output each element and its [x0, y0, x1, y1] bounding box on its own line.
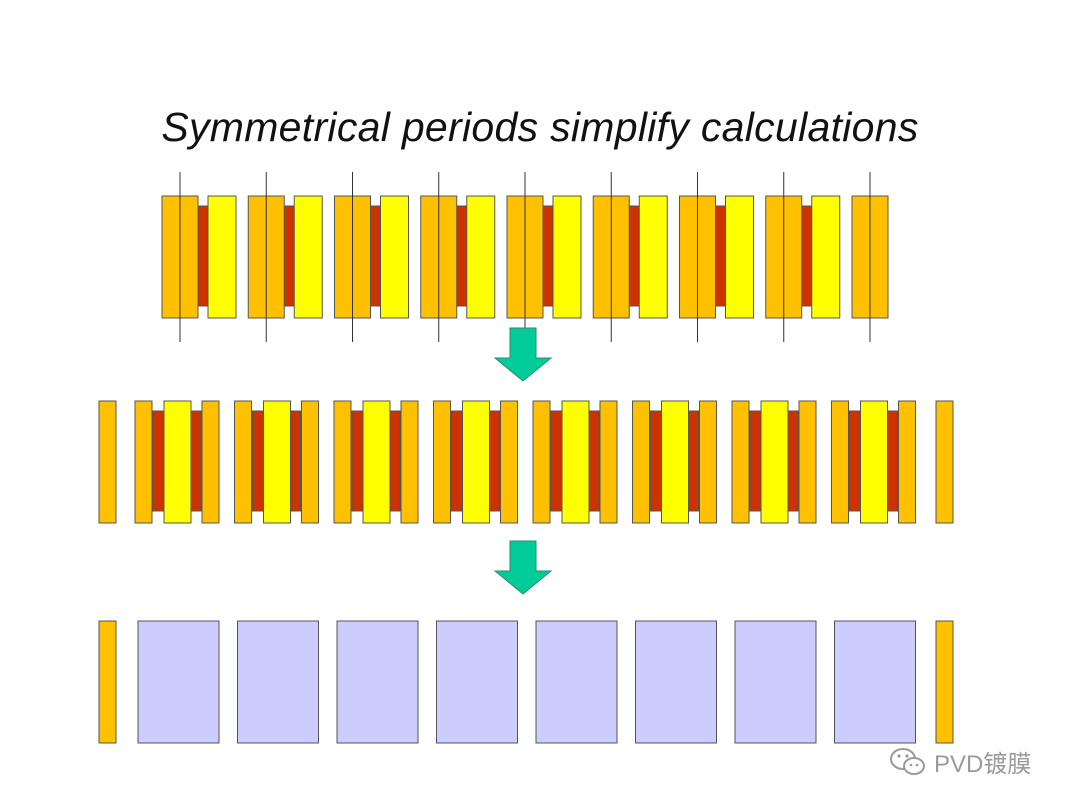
inner-layer — [462, 400, 490, 524]
down-arrow-1 — [493, 327, 553, 382]
equivalent-period-layers — [98, 620, 954, 744]
inner-layer — [163, 400, 192, 524]
inner-layer — [293, 195, 323, 319]
outer-layer — [134, 400, 153, 524]
inner-layer — [725, 195, 754, 319]
outer-layer — [400, 400, 419, 524]
inner-layer — [380, 195, 409, 319]
inner-layer — [207, 195, 237, 319]
slide-title: Symmetrical periods simplify calculation… — [161, 104, 919, 150]
outer-layer — [599, 400, 618, 524]
watermark: PVD镀膜 — [888, 744, 1031, 779]
inner-layer — [760, 400, 789, 524]
separated-symmetric-periods — [98, 400, 954, 524]
outer-layer — [433, 400, 451, 524]
outer-layer — [500, 400, 518, 524]
equivalent-period-layer — [734, 620, 817, 744]
inner-layer — [466, 195, 496, 319]
inner-layer — [362, 400, 391, 524]
inner-layer — [638, 195, 668, 319]
equivalent-period-layer — [237, 620, 319, 744]
wechat-icon — [890, 747, 925, 775]
outer-layer — [333, 400, 352, 524]
outer-layer — [234, 400, 252, 524]
inner-layer — [661, 400, 689, 524]
equivalent-period-layer — [535, 620, 618, 744]
outer-layer — [731, 400, 750, 524]
inner-layer — [811, 195, 841, 319]
equivalent-period-layer — [436, 620, 518, 744]
continuous-multilayer-stack — [161, 172, 889, 342]
outer-layer — [798, 400, 817, 524]
half-outer-layer — [935, 620, 954, 744]
outer-layer — [632, 400, 650, 524]
inner-layer — [263, 400, 291, 524]
equivalent-period-layer — [635, 620, 717, 744]
down-arrow-1 — [493, 327, 553, 382]
outer-layer — [831, 400, 849, 524]
half-outer-layer — [98, 400, 117, 524]
outer-layer — [532, 400, 551, 524]
outer-layer — [201, 400, 220, 524]
outer-layer — [699, 400, 717, 524]
inner-layer — [552, 195, 582, 319]
half-outer-layer — [935, 400, 954, 524]
half-outer-layer — [98, 620, 117, 744]
down-arrow-2 — [493, 540, 553, 595]
watermark-text: PVD镀膜 — [934, 751, 1032, 778]
outer-layer — [898, 400, 916, 524]
inner-layer — [860, 400, 888, 524]
inner-layer — [561, 400, 590, 524]
equivalent-period-layer — [137, 620, 220, 744]
equivalent-period-layer — [834, 620, 916, 744]
equivalent-period-layer — [336, 620, 419, 744]
outer-layer — [301, 400, 319, 524]
down-arrow-2 — [493, 540, 553, 595]
